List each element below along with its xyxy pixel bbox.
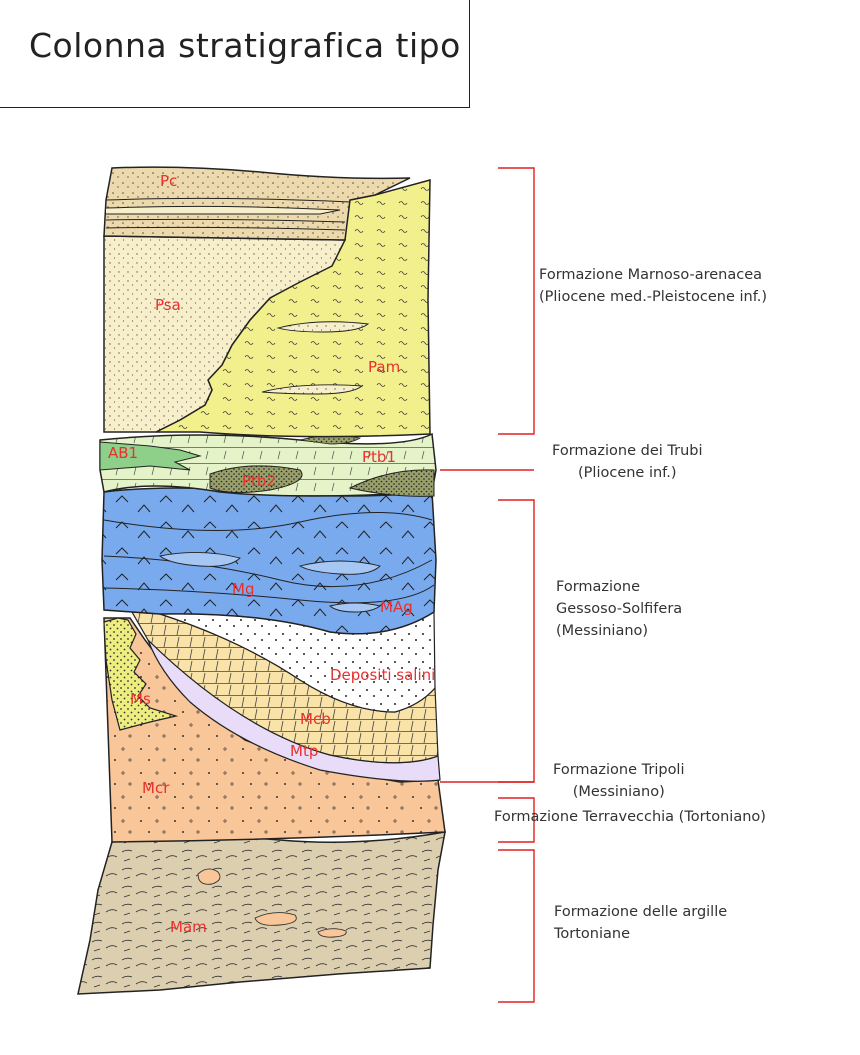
formation-trubi: Formazione dei Trubi (Pliocene inf.) — [552, 440, 703, 484]
formation-marnoso: Formazione Marnoso-arenacea (Pliocene me… — [539, 264, 767, 308]
label-psa: Psa — [155, 296, 181, 314]
label-pc: Pc — [160, 172, 177, 190]
label-mcb: Mcb — [300, 710, 331, 728]
formation-tripoli: Formazione Tripoli (Messiniano) — [553, 759, 685, 803]
label-mtp: Mtp — [290, 742, 318, 760]
layer-mam — [78, 832, 445, 994]
label-mcr: Mcr — [142, 779, 170, 797]
label-pam: Pam — [368, 358, 400, 376]
formation-gessoso: Formazione Gessoso-Solfifera (Messiniano… — [556, 576, 682, 642]
formation-terravecchia: Formazione Terravecchia (Tortoniano) — [494, 806, 766, 828]
label-ptb1: Ptb1 — [362, 448, 396, 466]
formation-brackets — [440, 168, 534, 1002]
label-mam: Mam — [170, 918, 207, 936]
label-mg: Mg — [232, 580, 254, 598]
lens-mam-3 — [318, 929, 346, 937]
label-ms: Ms — [130, 690, 151, 708]
label-depositi: Depositi salini — [330, 666, 435, 684]
label-ptb2: Ptb2 — [242, 472, 276, 490]
label-mag: MAg — [380, 598, 413, 616]
formation-argille: Formazione delle argille Tortoniane — [554, 901, 727, 945]
label-ab1: AB1 — [108, 444, 138, 462]
lens-mam-1 — [198, 869, 220, 884]
